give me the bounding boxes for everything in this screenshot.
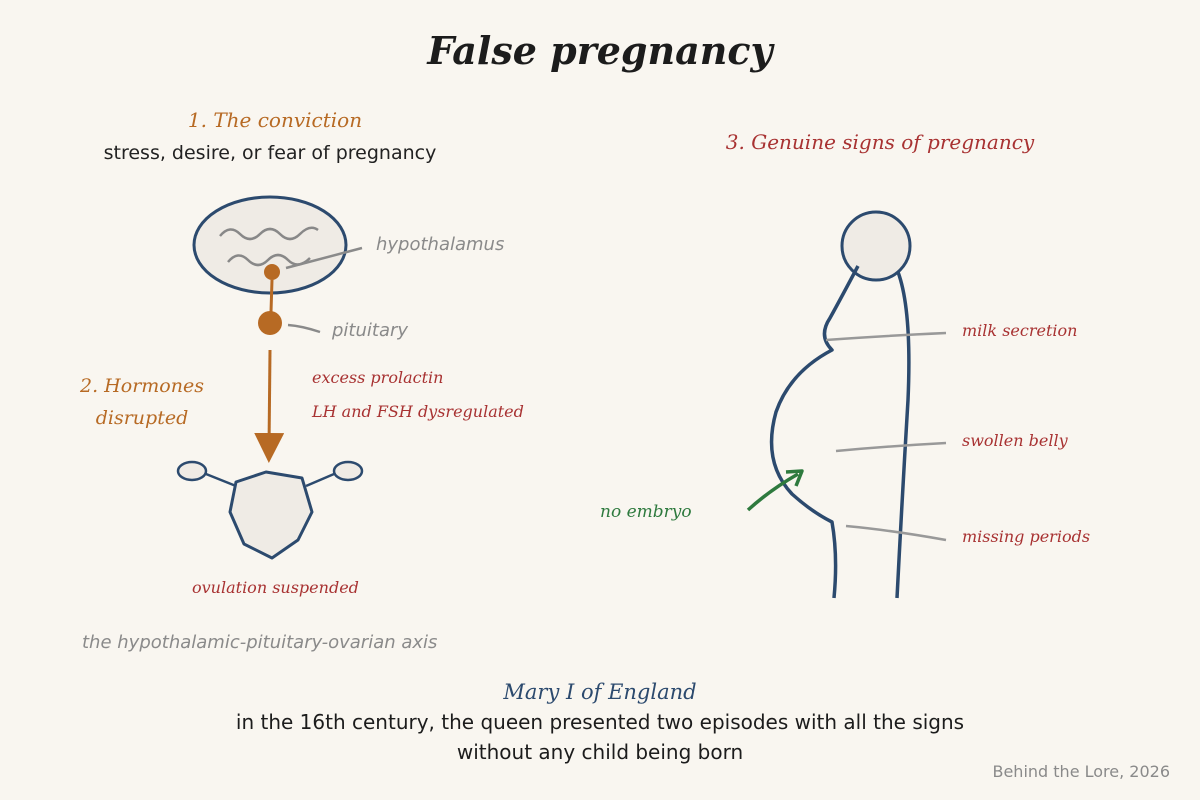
brain-shape: [192, 195, 348, 295]
no-embryo-note: no embryo: [600, 502, 692, 522]
section2-heading: 2. Hormones disrupted: [72, 370, 212, 434]
lh-fsh-note: LH and FSH dysregulated: [312, 402, 524, 421]
silhouette-back: [895, 271, 911, 599]
pituitary-pointer: [287, 323, 321, 334]
section1-text: stress, desire, or fear of pregnancy: [103, 142, 437, 164]
section2-heading-line2: disrupted: [95, 407, 189, 429]
axis-caption: the hypothalamic-pituitary-ovarian axis: [82, 632, 438, 653]
history-line1: in the 16th century, the queen presented…: [235, 710, 965, 734]
pituitary-label: pituitary: [332, 320, 409, 341]
ovulation-note: ovulation suspended: [192, 578, 359, 597]
section3-heading: 3. Genuine signs of pregnancy: [725, 130, 1035, 154]
right-ovary: [332, 460, 364, 482]
prolactin-note: excess prolactin: [312, 368, 444, 387]
credit: Behind the Lore, 2026: [992, 762, 1170, 781]
hypothalamus-label: hypothalamus: [376, 234, 505, 255]
sign-milk-secretion: milk secretion: [962, 321, 1078, 340]
left-ovary: [176, 460, 208, 482]
silhouette-head: [840, 210, 912, 282]
milk-pointer: [825, 331, 947, 342]
embryo-arrowhead: [785, 469, 804, 487]
right-tube: [305, 472, 335, 488]
history-line2: without any child being born: [456, 740, 744, 764]
periods-pointer: [845, 524, 947, 542]
section2-heading-line1: 2. Hormones: [80, 375, 204, 397]
brain-wave-1: [219, 226, 319, 241]
silhouette-front: [769, 265, 860, 599]
hypothalamus-dot: [264, 264, 280, 280]
history-name: Mary I of England: [503, 680, 697, 704]
section1-heading: 1. The conviction: [187, 108, 363, 132]
embryo-arrow: [746, 472, 799, 512]
pituitary-dot: [258, 311, 282, 335]
sign-missing-periods: missing periods: [962, 527, 1091, 546]
page-title: False pregnancy: [427, 28, 773, 73]
hormone-arrow: [254, 349, 285, 463]
belly-pointer: [835, 441, 947, 453]
left-tube: [205, 472, 237, 488]
uterus-shape: [228, 470, 314, 560]
hypothalamus-stalk: [269, 279, 274, 313]
brain-wave-2: [227, 253, 311, 267]
sign-swollen-belly: swollen belly: [962, 431, 1068, 450]
hypothalamus-pointer: [285, 246, 363, 270]
